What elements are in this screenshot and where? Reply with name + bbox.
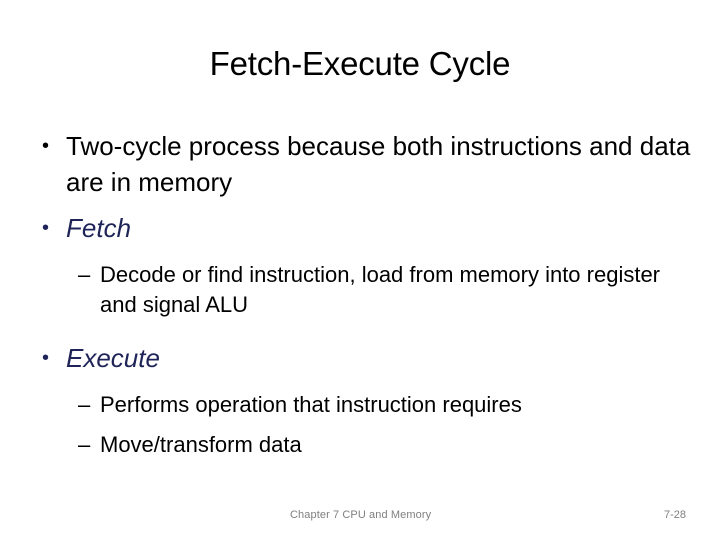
sub-bullet-move-label: Move/transform data xyxy=(100,432,302,457)
footer-page-number: 7-28 xyxy=(663,509,686,521)
bullet-item-1-label: Two-cycle process because both instructi… xyxy=(66,131,691,197)
sub-bullet-decode-label: Decode or find instruction, load from me… xyxy=(100,262,661,317)
bullet-dot-icon: • xyxy=(42,135,50,157)
sub-bullet-move: – Move/transform data xyxy=(28,430,692,460)
spacer xyxy=(28,376,692,390)
spacer xyxy=(28,246,692,260)
dash-icon: – xyxy=(78,262,91,287)
sub-bullet-performs: – Performs operation that instruction re… xyxy=(28,390,692,420)
bullet-item-execute-label: Execute xyxy=(66,343,160,373)
dash-icon: – xyxy=(78,392,91,417)
slide-body: • Two-cycle process because both instruc… xyxy=(28,128,692,460)
sub-bullet-decode: – Decode or find instruction, load from … xyxy=(28,260,692,320)
dash-icon: – xyxy=(78,432,91,457)
bullet-item-1: • Two-cycle process because both instruc… xyxy=(28,128,691,200)
bullet-dot-icon: • xyxy=(42,347,50,369)
spacer xyxy=(28,320,692,340)
bullet-item-execute: • Execute xyxy=(28,340,691,376)
bullet-dot-icon: • xyxy=(42,217,50,239)
spacer xyxy=(28,420,692,430)
spacer xyxy=(28,200,692,210)
bullet-item-fetch-label: Fetch xyxy=(66,213,132,243)
page-title: Fetch-Execute Cycle xyxy=(209,45,511,82)
bullet-item-fetch: • Fetch xyxy=(28,210,691,246)
sub-bullet-performs-label: Performs operation that instruction requ… xyxy=(100,392,522,417)
footer-chapter-note: Chapter 7 CPU and Memory xyxy=(290,509,432,521)
